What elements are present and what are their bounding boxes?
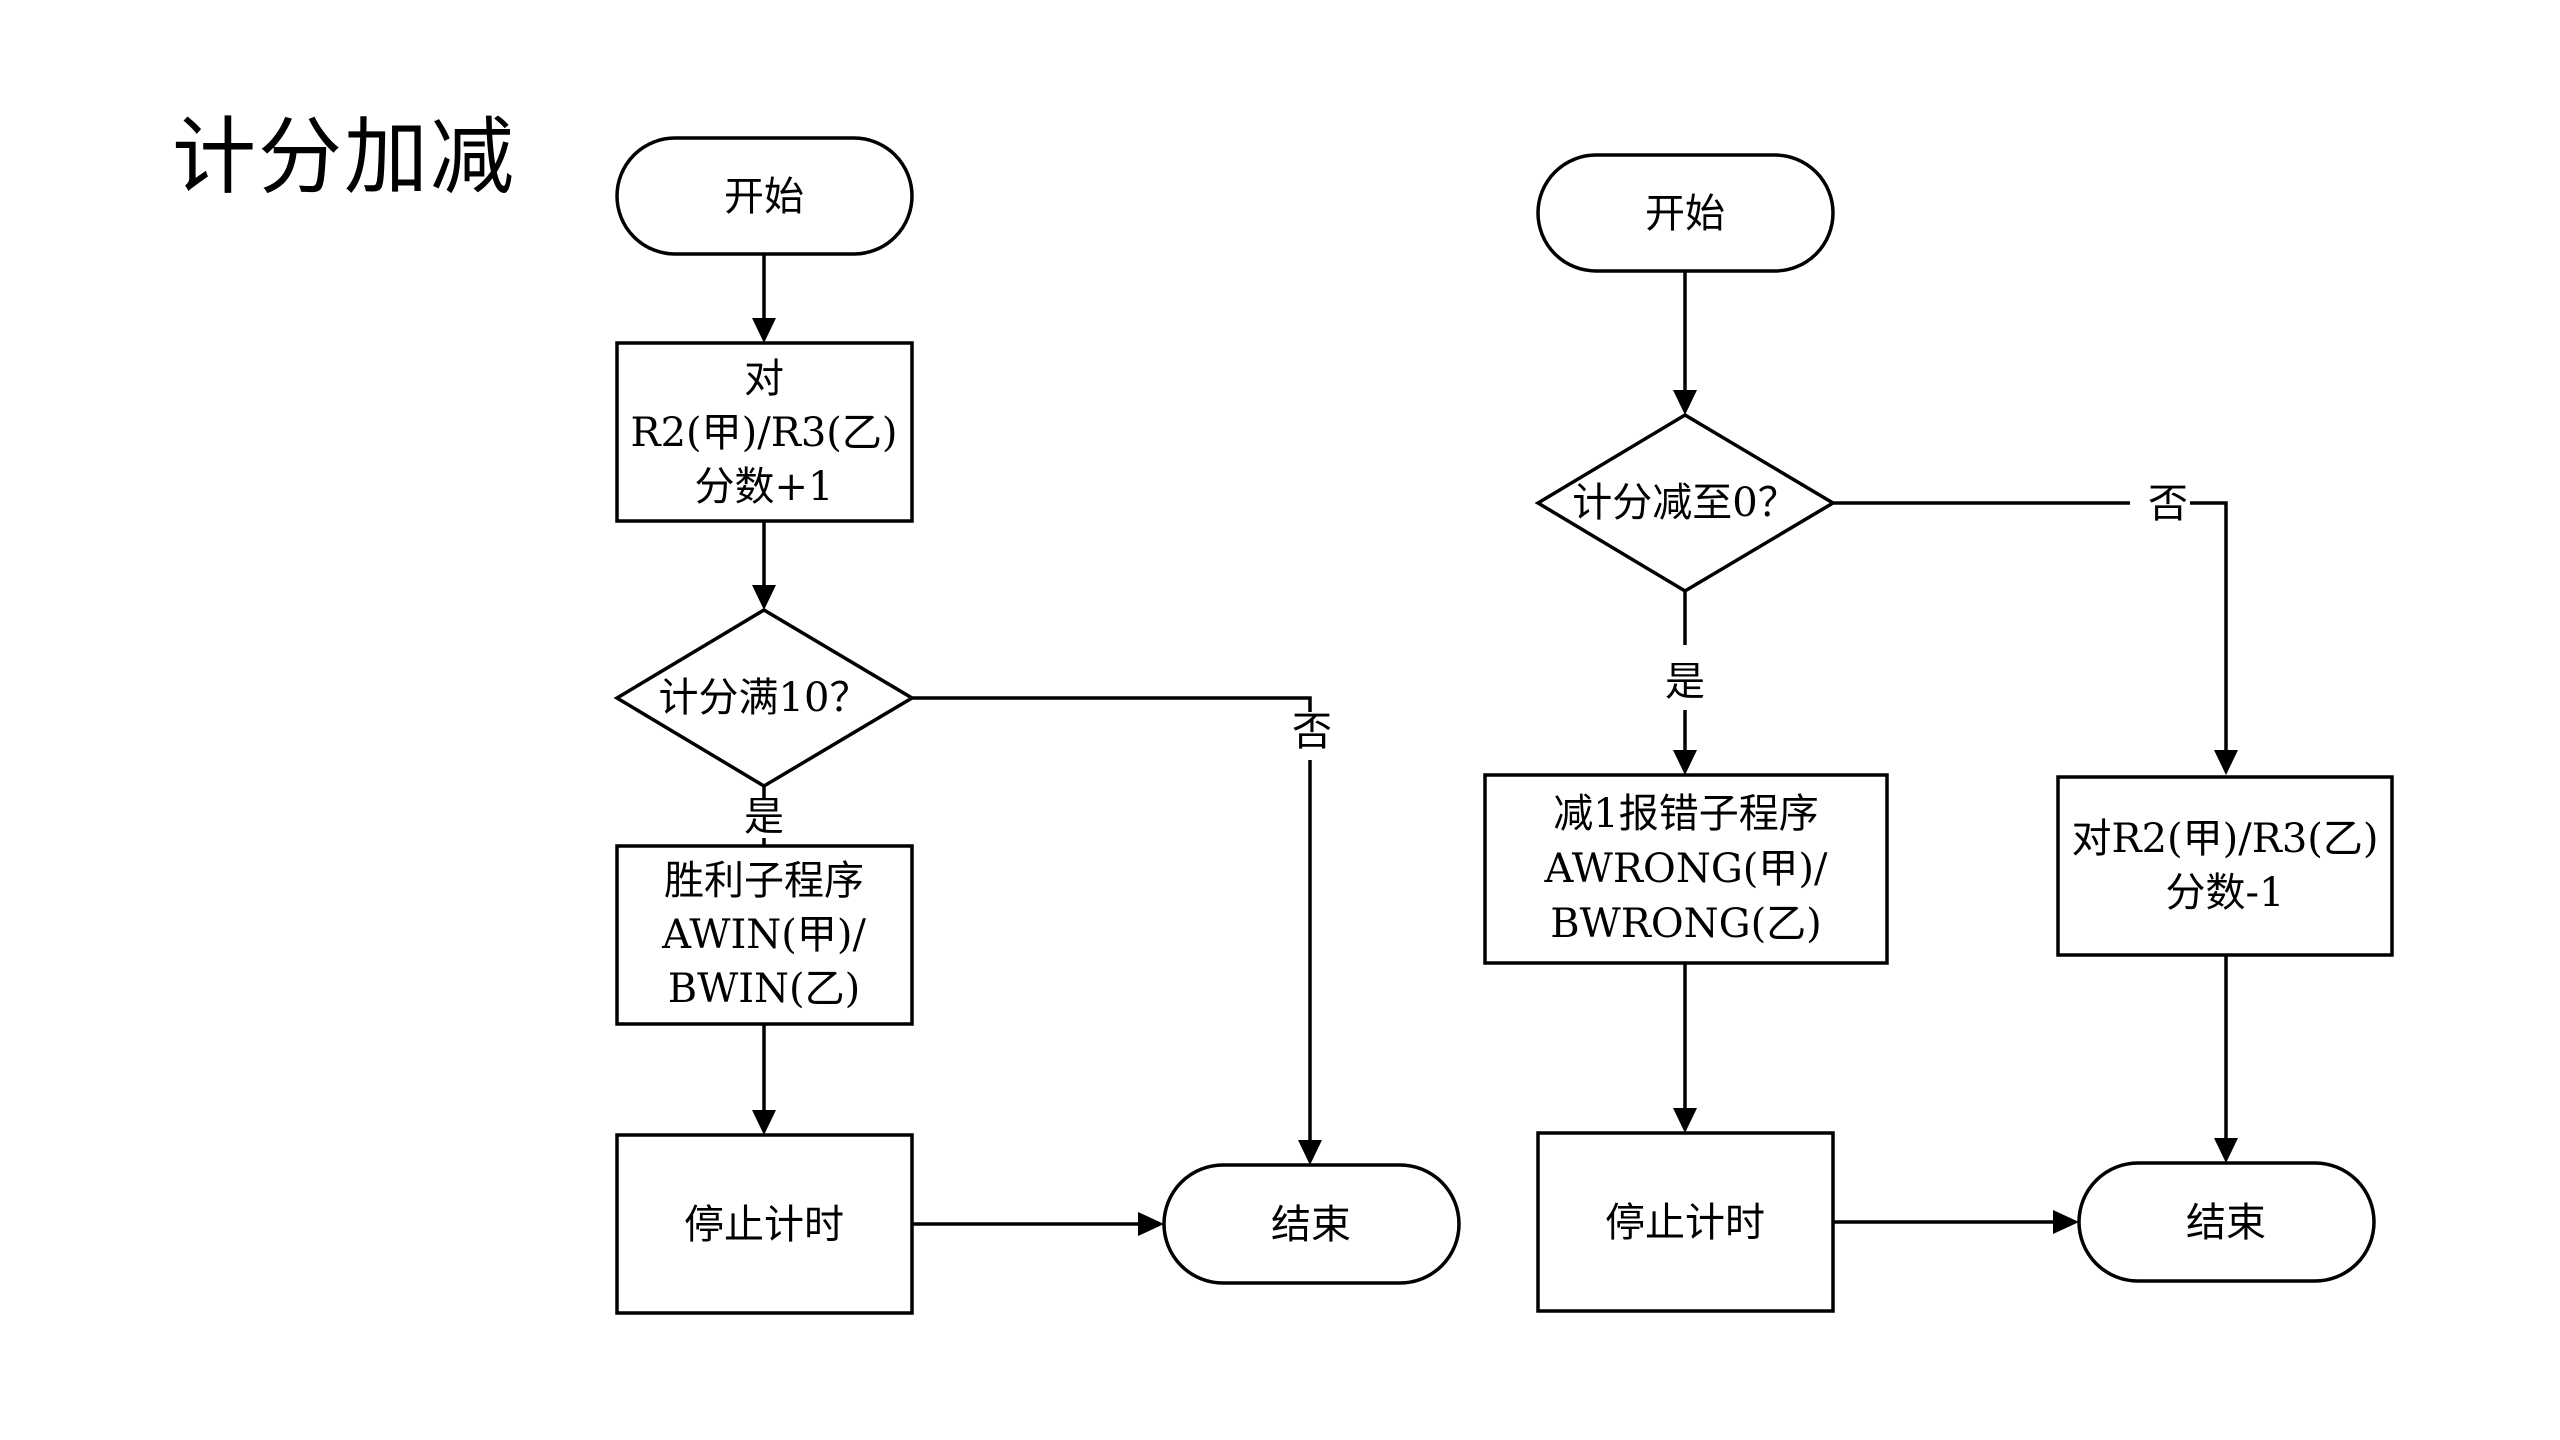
page-title: 计分加减 bbox=[172, 108, 517, 206]
left-flowchart: 开始 对 R2(甲)/R3(乙) 分数+1 计分满10？ 是 胜利子程序 AWI… bbox=[613, 136, 1461, 1315]
left-add-line-3: 分数+1 bbox=[695, 464, 834, 510]
right-wrong-line-2: AWRONG(甲)/ bbox=[1544, 846, 1828, 892]
right-end-label: 结束 bbox=[2186, 1200, 2266, 1246]
left-end-label: 结束 bbox=[1271, 1202, 1351, 1248]
right-arrowhead bbox=[2214, 1138, 2238, 1163]
left-connector-no-top bbox=[912, 696, 1312, 712]
left-yes-label: 是 bbox=[744, 794, 784, 840]
right-decision-label: 计分减至0？ bbox=[1572, 480, 1797, 526]
left-add-line-1: 对 bbox=[744, 356, 784, 402]
right-wrong-line-3: BWRONG(乙) bbox=[1550, 901, 1822, 947]
right-wrong-line-1: 减1报错子程序 bbox=[1553, 791, 1818, 837]
right-sub-line-1: 对R2(甲)/R3(乙) bbox=[2071, 816, 2378, 862]
right-arrowhead bbox=[1673, 750, 1697, 775]
left-decision-label: 计分满10？ bbox=[659, 675, 870, 721]
left-arrowhead bbox=[752, 585, 776, 610]
right-start-label: 开始 bbox=[1645, 191, 1725, 237]
right-subtract-score-box bbox=[2056, 775, 2394, 957]
right-flowchart: 开始 计分减至0？ 是 减1报错子程序 AWRONG(甲)/ BWRONG(乙)… bbox=[1483, 153, 2394, 1313]
right-arrowhead bbox=[2214, 750, 2238, 775]
right-arrowhead bbox=[1673, 390, 1697, 415]
left-win-subroutine-box bbox=[615, 844, 914, 1026]
left-start-label: 开始 bbox=[724, 174, 804, 220]
left-end-terminator bbox=[1162, 1163, 1461, 1285]
right-connector-no-right bbox=[2190, 501, 2228, 752]
right-sub-line-2: 分数-1 bbox=[2166, 870, 2285, 916]
right-stop-label: 停止计时 bbox=[1605, 1200, 1765, 1246]
left-win-line-2: AWIN(甲)/ bbox=[661, 912, 866, 958]
right-wrong-subroutine-box bbox=[1483, 773, 1889, 965]
left-arrowhead bbox=[752, 1110, 776, 1135]
left-win-line-3: BWIN(乙) bbox=[668, 966, 861, 1012]
left-arrowhead bbox=[1298, 1140, 1322, 1165]
right-no-label: 否 bbox=[2148, 481, 2188, 527]
right-yes-label: 是 bbox=[1665, 659, 1705, 705]
right-end-terminator bbox=[2077, 1161, 2376, 1283]
left-arrowhead bbox=[752, 318, 776, 343]
left-no-label: 否 bbox=[1292, 709, 1332, 755]
right-arrowhead bbox=[2053, 1210, 2079, 1234]
left-stop-label: 停止计时 bbox=[684, 1202, 844, 1248]
right-arrowhead bbox=[1673, 1108, 1697, 1133]
left-win-line-1: 胜利子程序 bbox=[664, 858, 864, 904]
left-add-line-2: R2(甲)/R3(乙) bbox=[630, 410, 897, 456]
right-stop-timer-box bbox=[1536, 1131, 1835, 1313]
left-stop-timer-box bbox=[615, 1133, 914, 1315]
left-arrowhead bbox=[1138, 1212, 1164, 1236]
